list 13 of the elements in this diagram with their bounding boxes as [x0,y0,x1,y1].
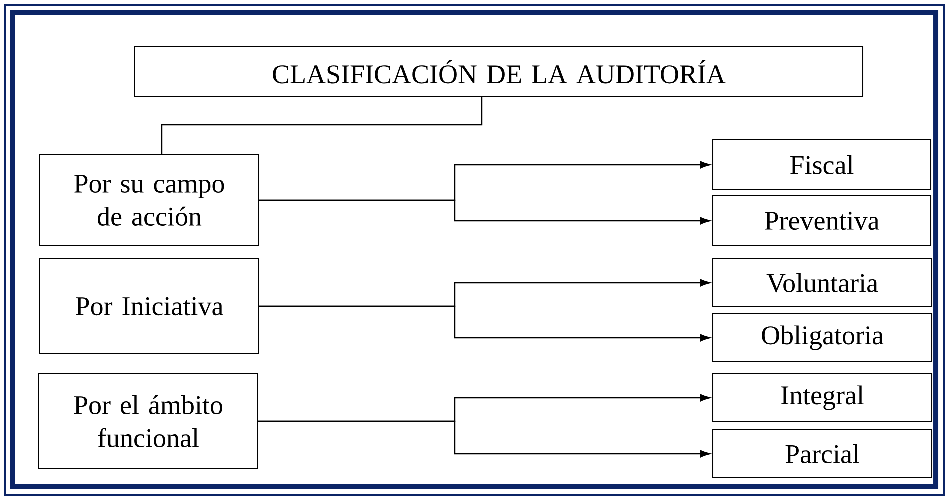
category-box: Voluntaria [712,258,933,308]
category-box: Integral [712,374,933,422]
category-box: Por su campo de acción [40,154,260,246]
category-box: Preventiva [712,196,932,246]
category-box: CLASIFICACIÓN DE LA AUDITORÍA [134,46,864,98]
category-box: Parcial [712,430,933,478]
connector-arrow [260,200,710,225]
category-box: Fiscal [712,140,932,190]
connector-arrow [258,420,710,458]
connector-arrow [260,306,710,342]
category-box: Por Iniciativa [40,258,260,354]
category-box: Obligatoria [712,314,933,362]
category-box: Por el ámbito funcional [38,374,258,470]
